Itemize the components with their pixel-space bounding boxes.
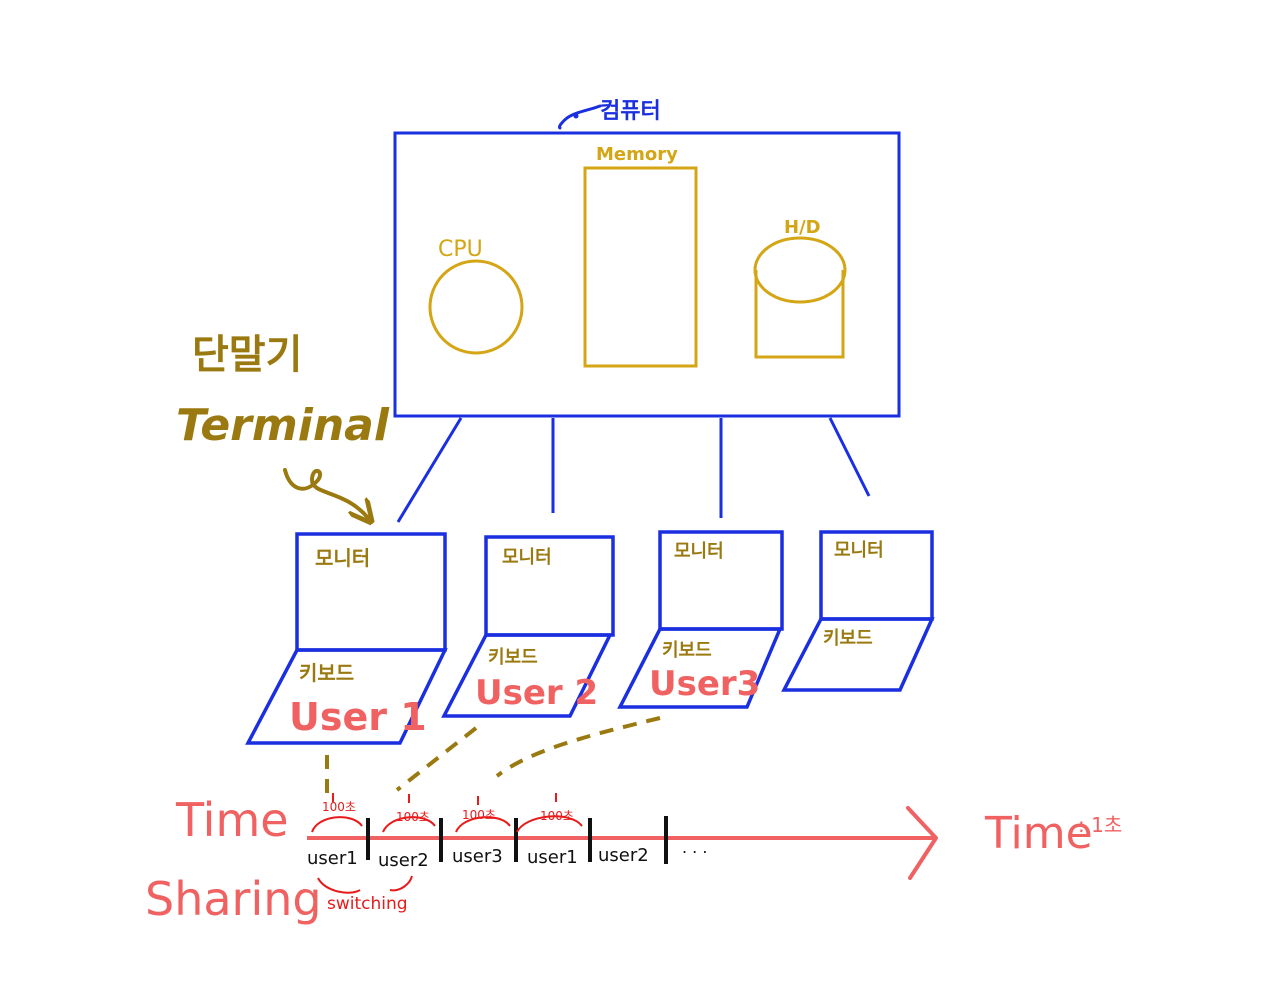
time-segment-label: user1 [527,847,578,868]
hd-label: H/D [784,217,821,238]
keyboard-base [781,617,935,692]
computer-label: 컴퓨터 [600,99,661,124]
cpu-circle [428,259,524,355]
laptop-1: 모니터 키보드 User 1 [245,532,448,745]
slice-label: 100초 [322,800,356,814]
time-segment-label: user2 [598,845,649,866]
mapping-user3 [495,716,661,778]
terminal-korean-label: 단말기 [192,332,302,378]
keyboard-label: 키보드 [662,640,712,661]
dashed-mappings [325,716,661,795]
memory-label: Memory [596,144,678,165]
keyboard-base [245,648,448,745]
slice-arc [516,815,583,833]
keyboard-base [617,627,783,709]
time-ellipsis: . . . [682,838,707,857]
computer-box [393,131,901,418]
cpu-label: CPU [438,237,483,262]
terminal-arrow [283,468,368,518]
keyboard-label: 키보드 [488,647,538,668]
time-sharing-title-line1: Time [175,793,289,847]
time-segment-label: user1 [307,848,358,869]
time-sharing-title-line2: Sharing [145,872,322,926]
time-axis-label: Time [984,808,1093,859]
connection-line-4 [828,417,871,497]
terminal-english-label: Terminal [176,400,390,451]
keyboard-label: 키보드 [823,628,873,649]
time-sharing: Time Sharing Time : 1초 user1 user2 user3… [145,793,1122,926]
computer-pointer-dot [573,113,579,119]
time-axis-arrowhead [906,806,938,880]
monitor-label: 모니터 [315,546,370,570]
switching-arc-left [317,877,361,894]
memory-block [583,166,698,368]
laptop-4: 모니터 키보드 [781,530,935,692]
mapping-user2 [395,726,478,792]
switching-arc-right [389,875,413,892]
monitor-label: 모니터 [502,547,552,568]
user-label: User 2 [475,673,598,713]
slice-arc [455,816,511,833]
user-label: User3 [649,664,760,704]
slice-label: 100초 [540,809,574,823]
keyboard-label: 키보드 [299,661,354,685]
hard-disk-cylinder [753,236,847,359]
monitor-label: 모니터 [674,541,724,562]
laptop-3: 모니터 키보드 User3 [617,530,784,709]
slice-arc [311,816,363,833]
computer-pointer-stroke [558,104,602,130]
time-segment-label: user3 [452,846,503,867]
switching-label: switching [327,894,408,914]
user-label: User 1 [289,695,427,739]
keyboard-base [441,633,613,718]
slice-label: 100초 [462,808,496,822]
terminal-annotation: 단말기 Terminal [176,332,390,518]
connection-line-1 [396,417,463,523]
time-axis-note: : 1초 [1078,813,1122,837]
slice-label: 100초 [396,810,430,824]
computer: 컴퓨터 Memory CPU H/D [393,99,901,523]
time-segment-label: user2 [378,850,429,871]
monitor-label: 모니터 [834,540,884,561]
slice-arc [382,816,436,833]
laptop-2: 모니터 키보드 User 2 [441,535,615,718]
